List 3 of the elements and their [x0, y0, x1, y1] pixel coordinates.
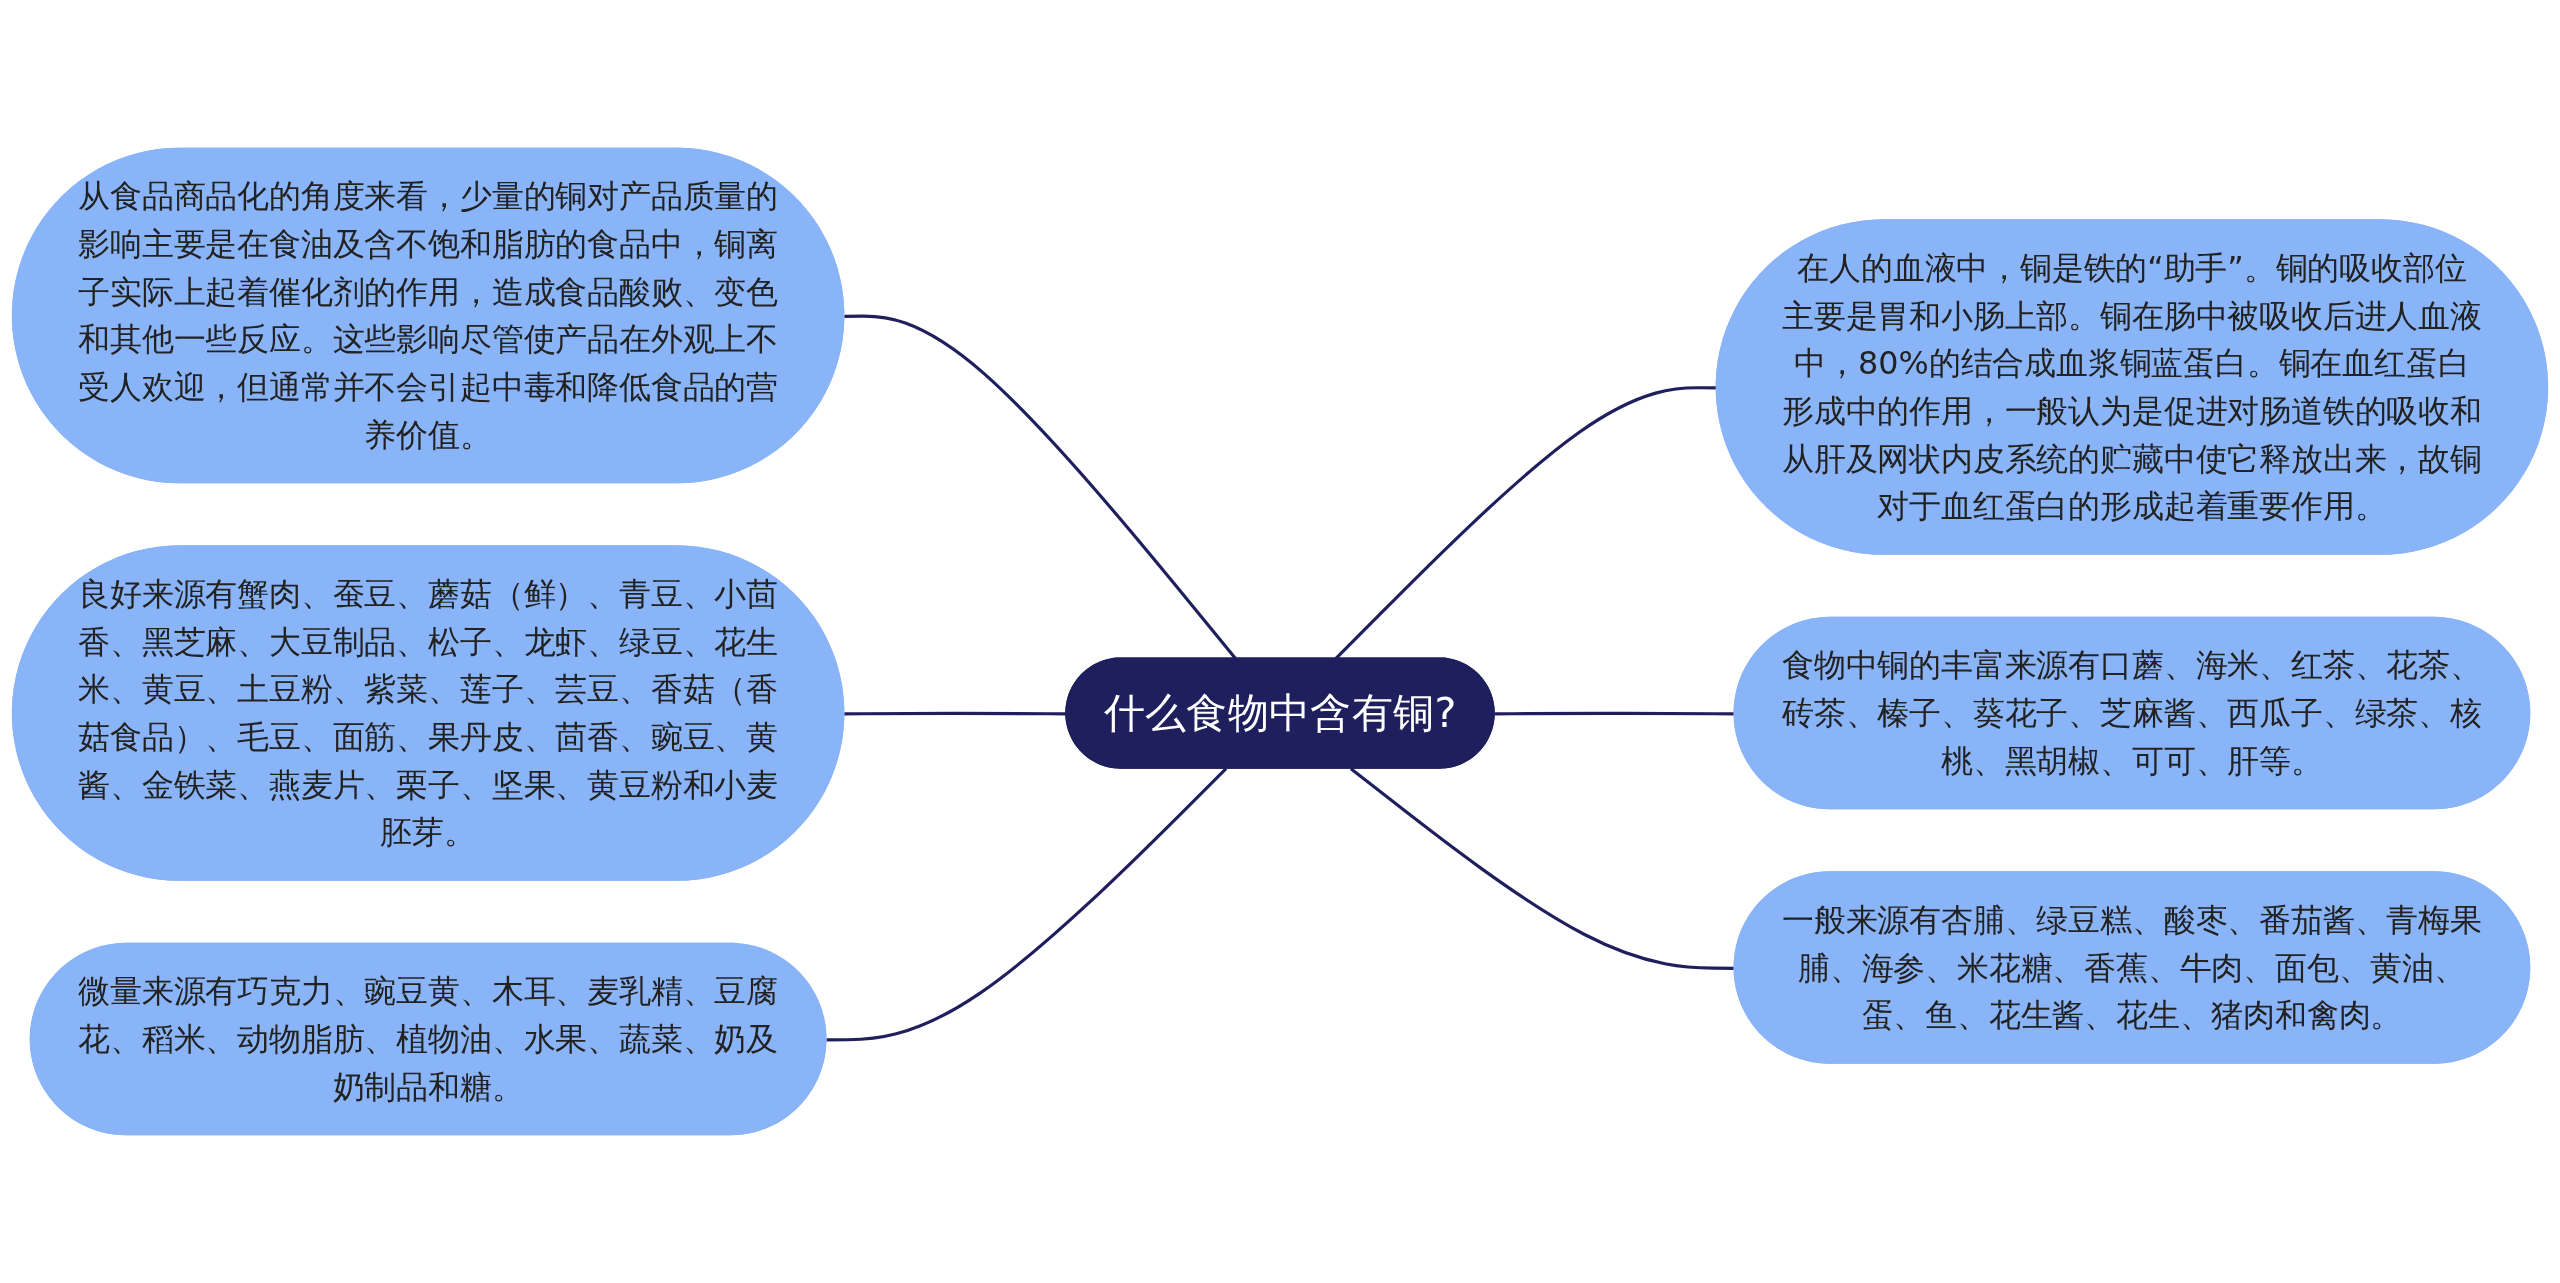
connector — [844, 711, 1067, 716]
connector — [844, 314, 1238, 660]
connector — [826, 767, 1228, 1042]
